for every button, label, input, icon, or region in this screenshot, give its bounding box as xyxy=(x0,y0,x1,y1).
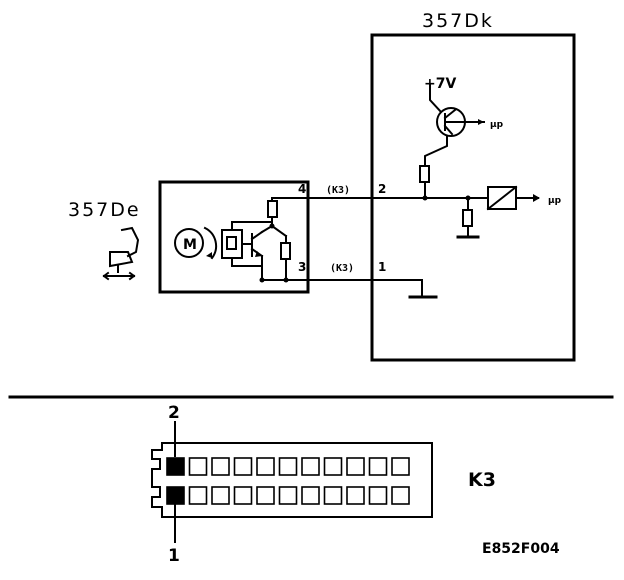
transistor-arrow xyxy=(255,251,262,257)
connector-cell-row1-col8 xyxy=(323,457,343,476)
connector-cell-row2-col10 xyxy=(368,486,388,505)
connector-cell-row1-col7 xyxy=(301,457,320,476)
resistor-pullup xyxy=(419,165,430,183)
wire-top-pin-right: 2 xyxy=(378,182,386,196)
connector-cell-row1-col1 xyxy=(166,457,185,476)
connector-cell-row1-col11 xyxy=(391,457,410,476)
connector-k3-outline xyxy=(151,442,433,518)
resistor-ground xyxy=(462,209,473,227)
output-lower-label: μp xyxy=(548,196,562,206)
supply-label: +7V xyxy=(424,76,456,92)
motor-label: M xyxy=(183,237,197,253)
connector-cell-row2-col9 xyxy=(346,486,365,505)
seat-icon xyxy=(102,226,140,281)
connector-cell-row2-col8 xyxy=(323,486,343,505)
hall-sensor xyxy=(221,221,274,267)
resistor-r2 xyxy=(280,242,291,260)
wire-bottom-pin-right: 1 xyxy=(378,260,386,274)
connector-cell-row2-col6 xyxy=(278,486,298,505)
output-upper-label: μp xyxy=(490,120,504,130)
connector-cell-row1-col3 xyxy=(211,457,230,476)
connector-cell-row1-col5 xyxy=(256,457,275,476)
module-357de-label: 357De xyxy=(68,199,141,221)
connector-k3-cells xyxy=(166,457,410,505)
reference-code: E852F004 xyxy=(482,541,560,557)
resistor-r1 xyxy=(267,200,278,218)
wire-bottom-pin-left: 3 xyxy=(298,260,306,274)
motor-symbol: M xyxy=(174,226,218,260)
module-357de-box xyxy=(158,180,310,294)
connector-cell-row2-col7 xyxy=(301,486,320,505)
connector-cell-row1-col2 xyxy=(188,457,208,476)
connector-cell-row2-col11 xyxy=(391,486,410,505)
wire-top-pin-left: 4 xyxy=(298,182,306,196)
module-357dk-label: 357Dk xyxy=(422,10,494,32)
connector-cell-row2-col3 xyxy=(211,486,230,505)
connector-cell-row2-col4 xyxy=(233,486,253,505)
wire-top-connector: (K3) xyxy=(326,185,350,196)
connector-cell-row1-col4 xyxy=(233,457,253,476)
connector-cell-row2-col5 xyxy=(256,486,275,505)
connector-pin-1-label: 1 xyxy=(168,546,180,566)
connector-cell-row1-col10 xyxy=(368,457,388,476)
connector-name: K3 xyxy=(468,469,496,491)
connector-cell-row1-col6 xyxy=(278,457,298,476)
wire-bottom-connector: (K3) xyxy=(330,263,354,274)
connector-cell-row1-col9 xyxy=(346,457,365,476)
connector-cell-row2-col2 xyxy=(188,486,208,505)
connector-pin-2-label: 2 xyxy=(168,403,180,423)
